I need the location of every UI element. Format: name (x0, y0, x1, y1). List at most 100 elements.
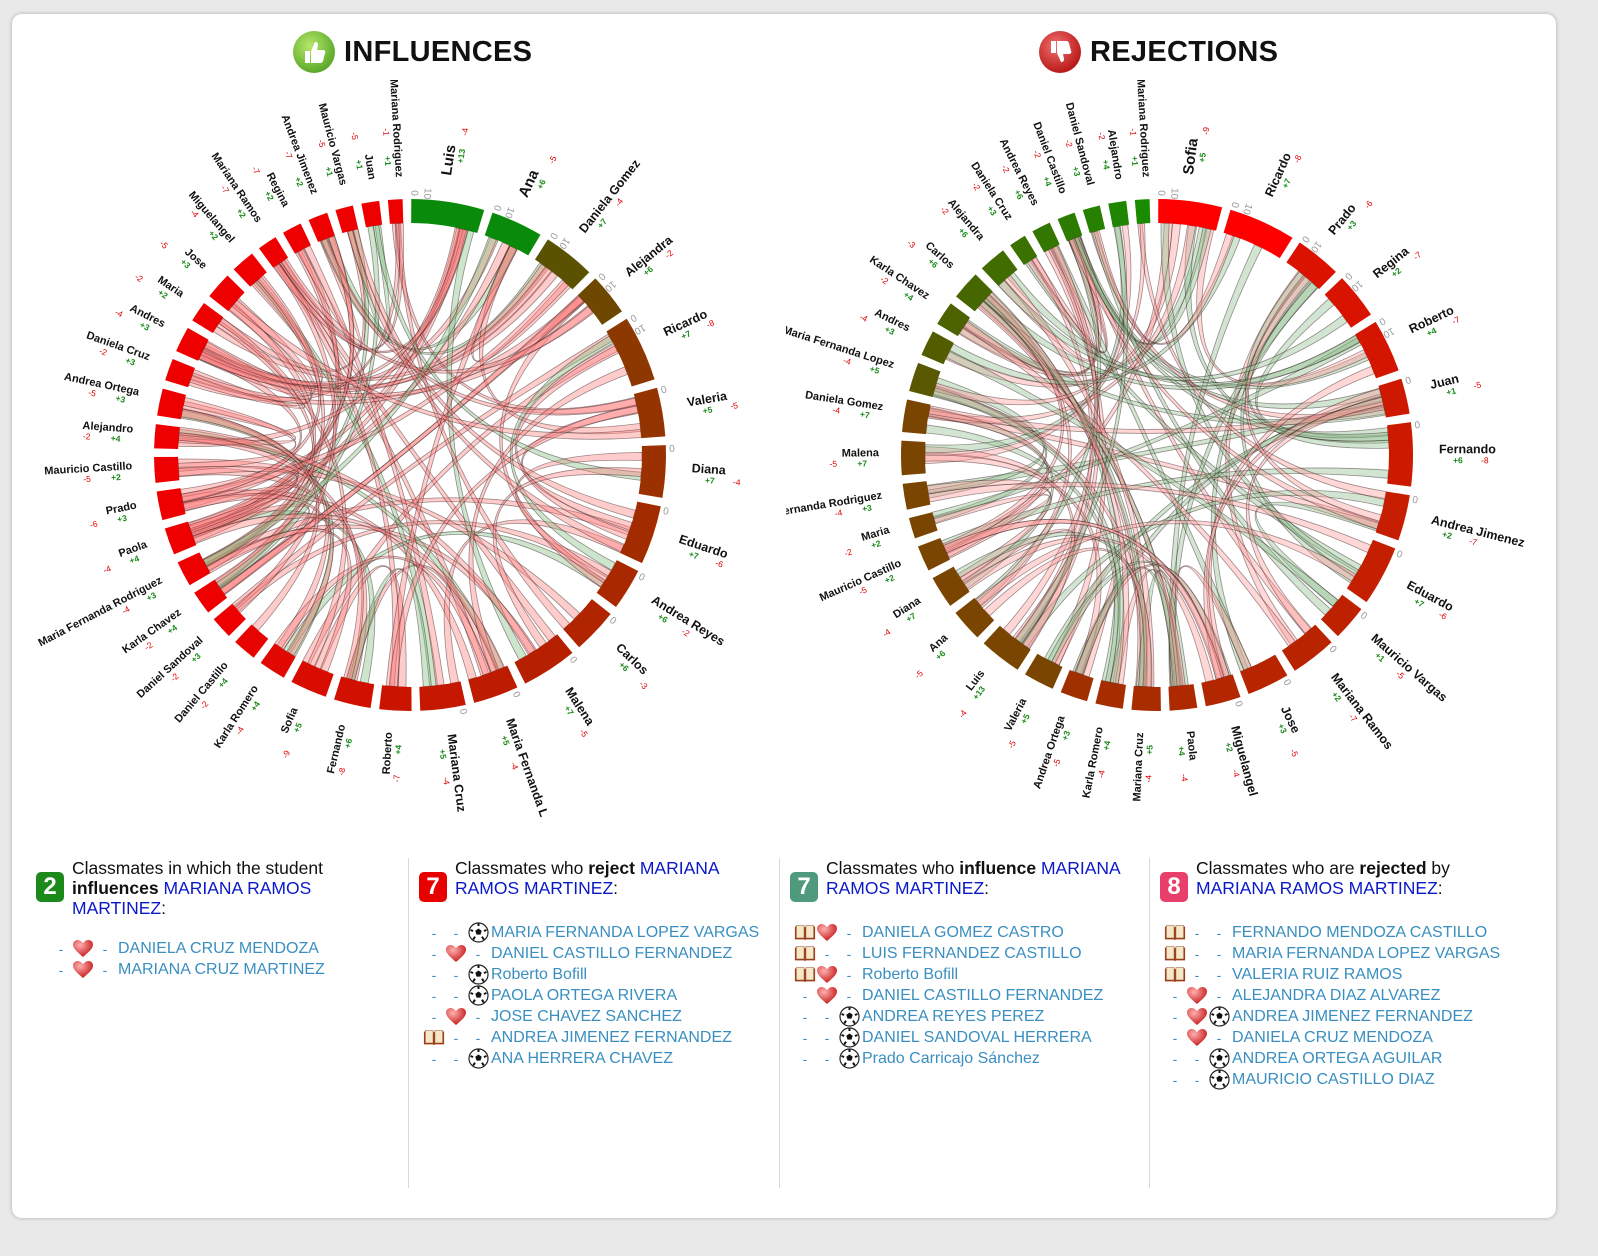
classmate-link[interactable]: ANDREA ORTEGA AGUILAR (1232, 1049, 1443, 1067)
classmate-link[interactable]: DANIELA GOMEZ CASTRO (862, 923, 1064, 941)
node-arc-karla-romero[interactable] (1095, 680, 1126, 709)
list-item[interactable]: --MAURICIO CASTILLO DIAZ (1164, 1069, 1505, 1090)
node-arc-sofia[interactable] (1158, 199, 1223, 231)
node-arc-ricardo[interactable] (606, 318, 655, 387)
node-arc-carlos[interactable] (955, 274, 993, 312)
node-arc-jose[interactable] (209, 275, 245, 312)
node-arc-alejandro[interactable] (1108, 200, 1130, 228)
node-arc-malena[interactable] (514, 634, 573, 684)
classmate-link[interactable]: Prado Carricajo Sánchez (862, 1049, 1040, 1067)
node-arc-eduardo[interactable] (620, 501, 661, 564)
node-arc-andres[interactable] (176, 327, 209, 361)
node-arc-fernando[interactable] (1387, 422, 1413, 487)
node-arc-sofia[interactable] (291, 660, 334, 697)
node-arc-mariana-rodriguez[interactable] (1134, 199, 1151, 224)
node-arc-andres[interactable] (921, 331, 954, 365)
node-arc-karla-chavez[interactable] (194, 579, 228, 613)
list-item[interactable]: --Roberto Bofill (423, 964, 764, 985)
node-arc-mariana-cruz[interactable] (419, 681, 466, 711)
node-arc-karla-romero[interactable] (260, 643, 296, 678)
classmate-link[interactable]: ANA HERRERA CHAVEZ (491, 1049, 673, 1067)
node-arc-daniela-gomez[interactable] (902, 399, 931, 435)
list-item[interactable]: --Prado Carricajo Sánchez (794, 1048, 1135, 1069)
classmate-link[interactable]: ANDREA JIMENEZ FERNANDEZ (491, 1028, 732, 1046)
node-arc-mauricio-vargas[interactable] (335, 205, 359, 234)
classmate-link[interactable]: DANIEL CASTILLO FERNANDEZ (491, 944, 733, 962)
node-arc-luis[interactable] (411, 199, 485, 233)
node-arc-miguelangel[interactable] (233, 253, 267, 287)
node-arc-valeria[interactable] (633, 387, 666, 439)
node-arc-maria-fernanda-rodriguez[interactable] (902, 481, 931, 510)
node-arc-mariana-ramos[interactable] (1281, 624, 1332, 671)
node-arc-paola[interactable] (1168, 684, 1198, 711)
list-item[interactable]: --DANIEL SANDOVAL HERRERA (794, 1027, 1135, 1048)
classmate-link[interactable]: MARIA FERNANDA LOPEZ VARGAS (1232, 944, 1501, 962)
classmate-link[interactable]: Roberto Bofill (862, 965, 959, 983)
node-arc-prado[interactable] (156, 488, 186, 521)
node-arc-juan[interactable] (1378, 378, 1410, 418)
node-arc-andrea-ortega[interactable] (1060, 669, 1094, 702)
node-arc-alejandra[interactable] (577, 278, 622, 325)
list-item[interactable]: --JOSE CHAVEZ SANCHEZ (423, 1006, 764, 1027)
classmate-link[interactable]: MARIA FERNANDA LOPEZ VARGAS (491, 923, 760, 941)
classmate-link[interactable]: JOSE CHAVEZ SANCHEZ (491, 1007, 682, 1025)
list-item[interactable]: --VALERIA RUIZ RAMOS (1164, 964, 1505, 985)
node-arc-andrea-reyes[interactable] (596, 560, 639, 608)
list-item[interactable]: --ALEJANDRA DIAZ ALVAREZ (1164, 985, 1505, 1006)
classmate-link[interactable]: DANIEL CASTILLO FERNANDEZ (862, 986, 1104, 1004)
list-item[interactable]: --DANIEL CASTILLO FERNANDEZ (794, 985, 1135, 1006)
list-item[interactable]: --FERNANDO MENDOZA CASTILLO (1164, 922, 1505, 943)
node-arc-daniel-sandoval[interactable] (1082, 205, 1106, 233)
node-arc-alejandro[interactable] (154, 424, 180, 449)
list-item[interactable]: --DANIELA CRUZ MENDOZA (1164, 1027, 1505, 1048)
node-arc-maria[interactable] (192, 303, 224, 334)
list-item[interactable]: -Roberto Bofill (794, 964, 1135, 985)
node-arc-karla-chavez[interactable] (937, 303, 971, 337)
node-arc-prado[interactable] (1286, 242, 1336, 290)
node-arc-andrea-reyes[interactable] (1032, 222, 1060, 253)
node-arc-luis[interactable] (983, 625, 1031, 670)
classmate-link[interactable]: MAURICIO CASTILLO DIAZ (1232, 1070, 1435, 1088)
classmate-link[interactable]: Roberto Bofill (491, 965, 588, 983)
node-arc-roberto[interactable] (379, 685, 412, 711)
node-arc-daniela-cruz[interactable] (1010, 235, 1038, 265)
node-arc-andrea-jimenez[interactable] (1375, 491, 1410, 541)
node-arc-valeria[interactable] (1025, 653, 1063, 689)
list-item[interactable]: --MARIANA CRUZ MARTINEZ (50, 959, 391, 980)
node-arc-juan[interactable] (361, 200, 383, 228)
node-arc-ana[interactable] (955, 598, 995, 638)
classmate-link[interactable]: ANDREA REYES PEREZ (862, 1007, 1045, 1025)
node-arc-miguelangel[interactable] (1201, 674, 1241, 707)
classmate-link[interactable]: ANDREA JIMENEZ FERNANDEZ (1232, 1007, 1473, 1025)
node-arc-carlos[interactable] (563, 599, 611, 648)
node-arc-mauricio-castillo[interactable] (917, 537, 950, 571)
list-item[interactable]: --ANA HERRERA CHAVEZ (423, 1048, 764, 1069)
classmate-link[interactable]: VALERIA RUIZ RAMOS (1232, 965, 1403, 983)
classmate-link[interactable]: FERNANDO MENDOZA CASTILLO (1232, 923, 1488, 941)
classmate-link[interactable]: LUIS FERNANDEZ CASTILLO (862, 944, 1082, 962)
list-item[interactable]: --DANIEL CASTILLO FERNANDEZ (423, 943, 764, 964)
list-item[interactable]: --PAOLA ORTEGA RIVERA (423, 985, 764, 1006)
node-arc-andrea-ortega[interactable] (157, 388, 186, 420)
node-arc-ricardo[interactable] (1223, 209, 1293, 259)
node-arc-mariana-cruz[interactable] (1131, 685, 1161, 711)
list-item[interactable]: --DANIELA CRUZ MENDOZA (50, 938, 391, 959)
classmate-link[interactable]: PAOLA ORTEGA RIVERA (491, 986, 678, 1004)
node-arc-andrea-jimenez[interactable] (308, 212, 335, 242)
classmate-link[interactable]: DANIEL SANDOVAL HERRERA (862, 1028, 1092, 1046)
node-arc-mauricio-castillo[interactable] (154, 456, 180, 483)
node-arc-paola[interactable] (164, 521, 197, 555)
node-arc-mariana-ramos[interactable] (258, 237, 289, 268)
node-arc-eduardo[interactable] (1346, 539, 1396, 603)
node-arc-maria-fernanda-lopez[interactable] (909, 362, 941, 398)
node-arc-ana[interactable] (484, 212, 541, 256)
node-arc-diana[interactable] (932, 566, 970, 606)
list-item[interactable]: -ANDREA JIMENEZ FERNANDEZ (1164, 1006, 1505, 1027)
node-arc-mariana-rodriguez[interactable] (387, 199, 404, 224)
node-arc-maria-fernanda-rodriguez[interactable] (177, 552, 211, 586)
node-arc-maria[interactable] (908, 512, 938, 539)
classmate-link[interactable]: DANIELA CRUZ MENDOZA (118, 939, 319, 957)
list-item[interactable]: --LUIS FERNANDEZ CASTILLO (794, 943, 1135, 964)
node-arc-regina[interactable] (1324, 278, 1372, 328)
node-arc-jose[interactable] (1240, 654, 1288, 695)
